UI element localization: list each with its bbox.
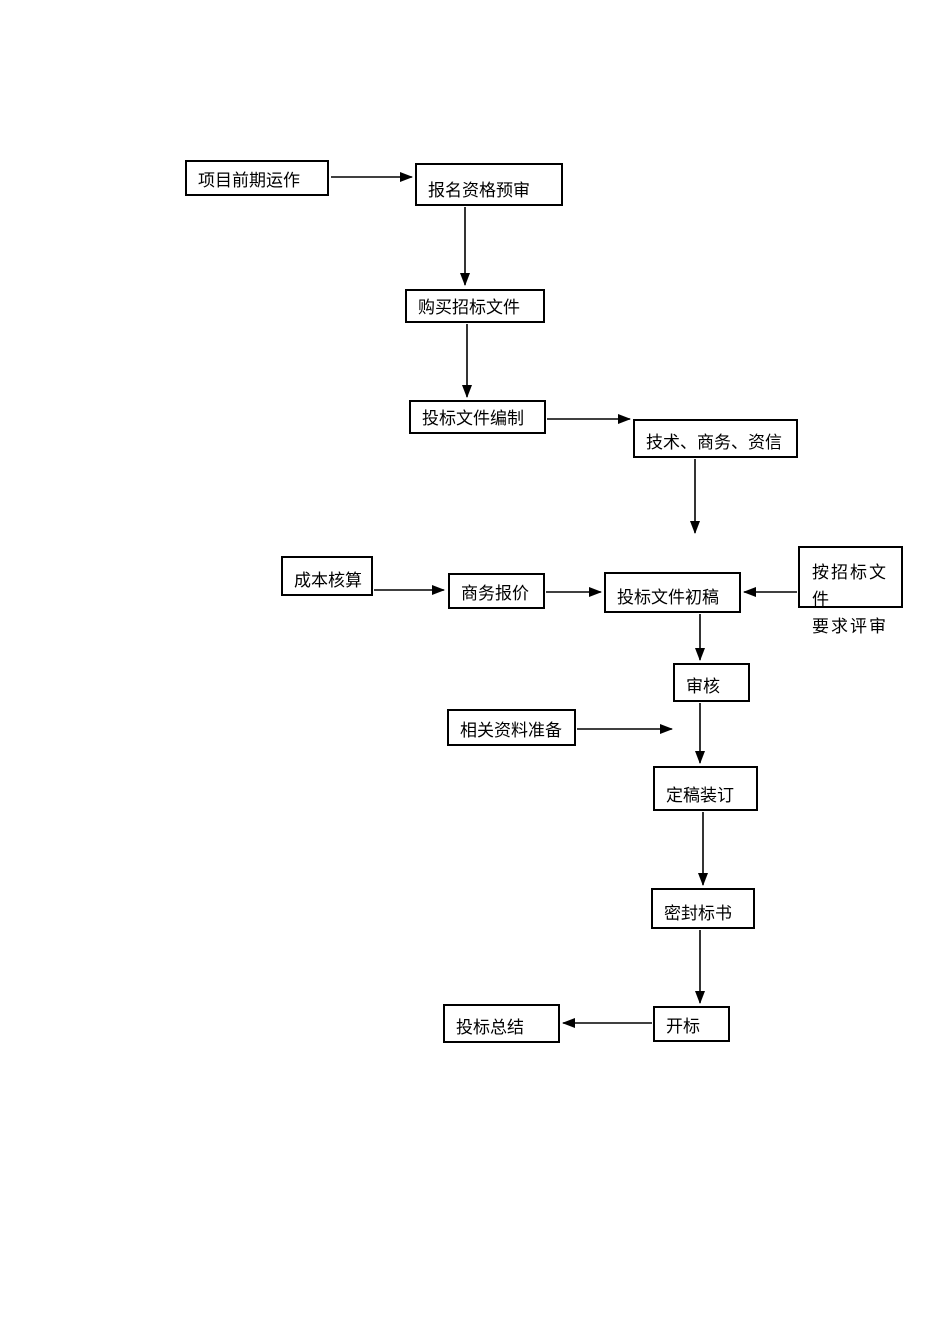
flow-node-bid-opening: 开标 [653, 1006, 730, 1042]
flow-node-bid-summary: 投标总结 [443, 1004, 560, 1043]
flow-node-cost-accounting: 成本核算 [281, 556, 373, 596]
flow-node-purchase-tender-documents: 购买招标文件 [405, 289, 545, 323]
flow-node-related-materials-preparation: 相关资料准备 [447, 709, 576, 746]
flow-node-project-preparation: 项目前期运作 [185, 160, 329, 196]
flow-node-seal-bid-documents: 密封标书 [651, 888, 755, 929]
flow-node-finalize-and-bind: 定稿装订 [653, 766, 758, 811]
flow-node-audit: 审核 [673, 663, 750, 702]
flow-node-commercial-quotation: 商务报价 [448, 573, 545, 609]
flow-node-registration-prequalification: 报名资格预审 [415, 163, 563, 206]
flow-node-review-per-tender-requirements: 按招标文件 要求评审 [798, 546, 903, 637]
flow-node-bid-document-draft: 投标文件初稿 [604, 572, 741, 613]
flow-node-technical-commercial-credit: 技术、商务、资信 [633, 419, 798, 458]
flow-node-bid-document-preparation: 投标文件编制 [409, 400, 546, 434]
